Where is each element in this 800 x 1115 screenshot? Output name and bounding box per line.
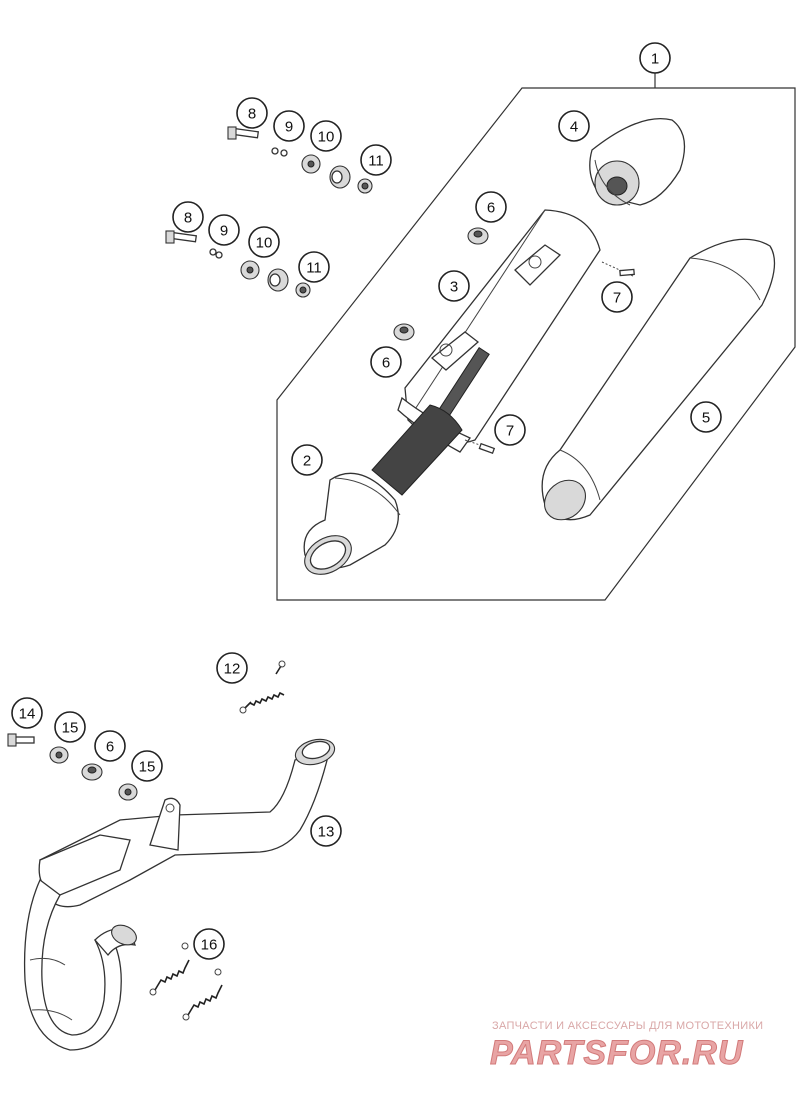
mount-hardware-lower (165, 230, 311, 298)
end-cap-part (589, 117, 686, 206)
silencer-sleeve-part (541, 238, 776, 521)
callout-c1: 1 (639, 42, 671, 74)
callout-label: 8 (184, 210, 192, 227)
callout-label: 11 (306, 260, 322, 277)
callout-c14: 14 (11, 697, 43, 729)
callout-label: 16 (201, 937, 218, 954)
callout-label: 8 (248, 106, 256, 123)
callout-label: 13 (318, 824, 335, 841)
callout-label: 6 (106, 739, 114, 756)
callout-c4: 4 (558, 110, 590, 142)
callout-c13: 13 (310, 815, 342, 847)
grommet-middle (393, 323, 415, 341)
callout-label: 2 (303, 453, 311, 470)
callout-c16: 16 (193, 928, 225, 960)
callout-c2: 2 (291, 444, 323, 476)
callout-c15b: 15 (131, 750, 163, 782)
grommet-upper (467, 227, 489, 245)
callout-label: 7 (613, 290, 621, 307)
watermark-logo: PARTSFOR.RU (490, 1034, 744, 1073)
spring-16-lower (182, 968, 223, 1021)
assembly-frame (276, 87, 796, 601)
callout-c8a: 8 (236, 97, 268, 129)
callout-label: 9 (220, 223, 228, 240)
callout-c10b: 10 (248, 226, 280, 258)
callout-c15a: 15 (54, 711, 86, 743)
callout-label: 7 (506, 423, 514, 440)
callout-label: 4 (570, 119, 578, 136)
callout-label: 12 (224, 661, 241, 678)
callout-c9b: 9 (208, 214, 240, 246)
callout-c11b: 11 (298, 251, 330, 283)
callout-c6c: 6 (94, 730, 126, 762)
callout-label: 15 (139, 759, 156, 776)
spring-12 (239, 660, 286, 714)
callout-c11a: 11 (360, 144, 392, 176)
inlet-cone-part (303, 404, 463, 575)
callout-c5: 5 (690, 401, 722, 433)
callout-c9a: 9 (273, 110, 305, 142)
header-mount-hardware (7, 733, 138, 801)
callout-label: 10 (256, 235, 273, 252)
callout-c10a: 10 (310, 120, 342, 152)
callout-c7a: 7 (601, 281, 633, 313)
watermark-tagline: ЗАПЧАСТИ И АКСЕССУАРЫ ДЛЯ МОТОТЕХНИКИ (492, 1020, 764, 1032)
callout-label: 6 (382, 355, 390, 372)
spring-16-upper (149, 942, 190, 996)
callout-label: 3 (450, 279, 458, 296)
callout-c7b: 7 (494, 414, 526, 446)
header-pipe-part (23, 738, 336, 1051)
callout-c12: 12 (216, 652, 248, 684)
callout-label: 5 (702, 410, 710, 427)
callout-label: 14 (19, 706, 36, 723)
callout-label: 10 (318, 129, 335, 146)
callout-label: 6 (487, 200, 495, 217)
rivet-upper (601, 261, 635, 277)
rivet-lower (464, 439, 496, 455)
callout-label: 11 (368, 153, 384, 170)
callout-label: 9 (285, 119, 293, 136)
callout-c3: 3 (438, 270, 470, 302)
callout-label: 15 (62, 720, 79, 737)
callout-c6a: 6 (475, 191, 507, 223)
mount-hardware-upper (227, 126, 373, 194)
callout-c8b: 8 (172, 201, 204, 233)
callout-label: 1 (651, 51, 659, 68)
callout-c6b: 6 (370, 346, 402, 378)
